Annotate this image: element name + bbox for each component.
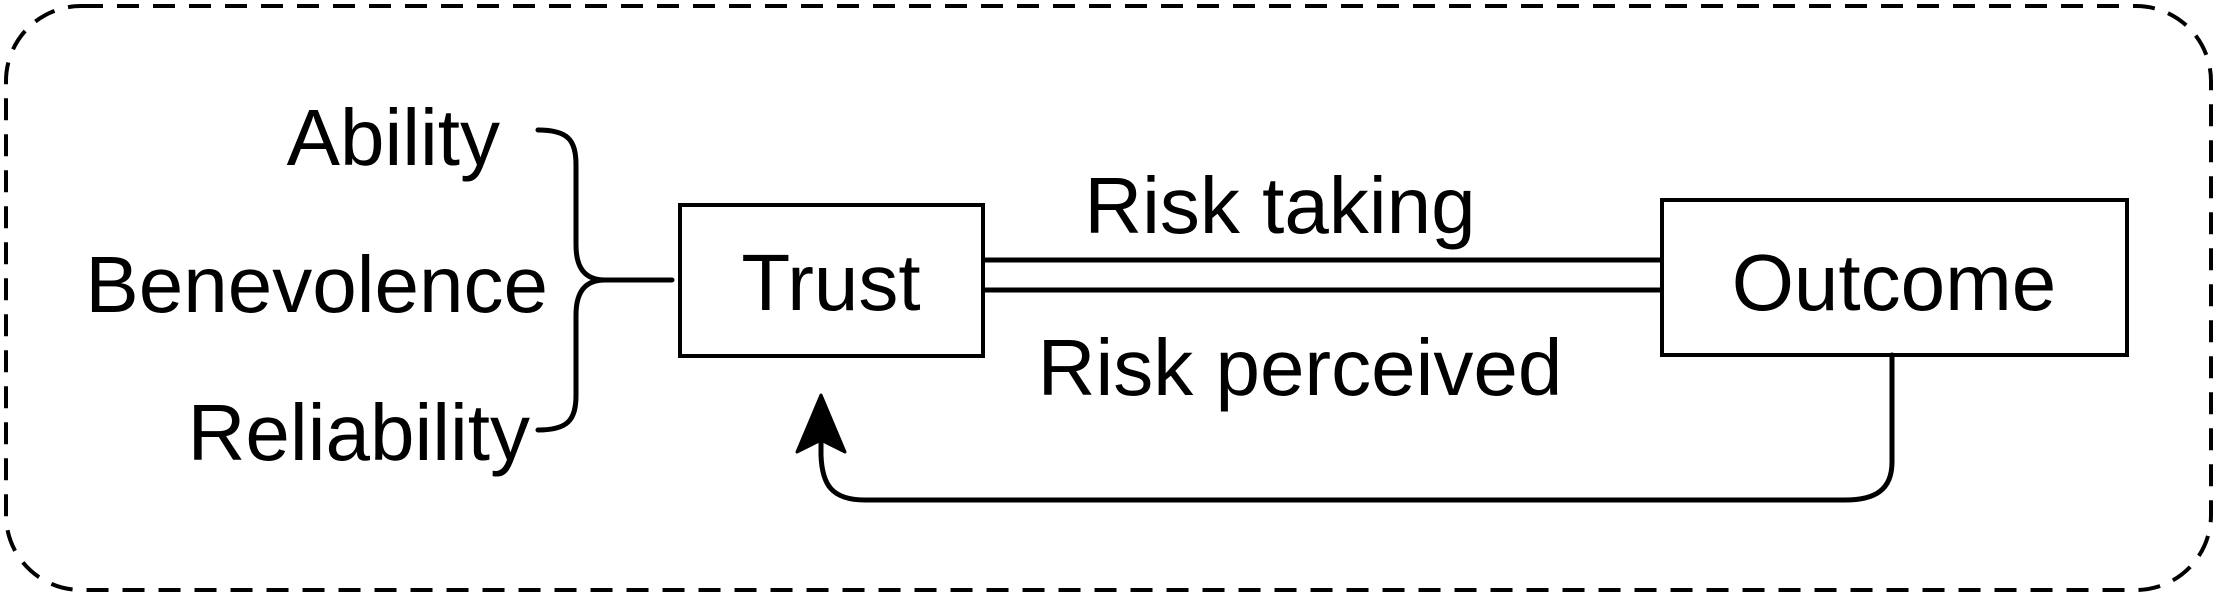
factors-brace — [535, 127, 675, 433]
feedback-arrow-line — [818, 352, 1895, 503]
trust-node-box — [678, 203, 985, 358]
risk-perceived-label: Risk perceived — [1038, 323, 1563, 412]
outcome-node-box — [1660, 198, 2129, 357]
feedback-arrowhead — [795, 393, 847, 454]
factor-ability-label: Ability — [287, 93, 500, 182]
trust-node-label: Trust — [741, 238, 920, 327]
outcome-node-label: Outcome — [1732, 238, 2057, 327]
factor-reliability-label: Reliability — [188, 388, 530, 477]
dashed-frame — [4, 4, 2213, 592]
factor-benevolence-label: Benevolence — [85, 240, 548, 329]
risk-taking-label: Risk taking — [1084, 161, 1475, 250]
